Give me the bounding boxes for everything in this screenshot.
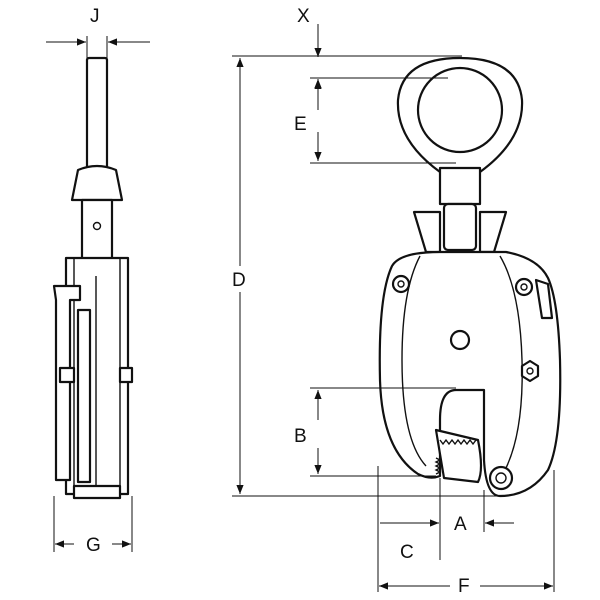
side-view (52, 56, 134, 500)
spring-tab (534, 278, 554, 320)
dim-e: E (294, 77, 456, 164)
front-view (378, 56, 562, 498)
label-f: F (458, 576, 470, 597)
side-shackle-guide (70, 164, 124, 202)
side-spring (58, 366, 76, 384)
jaw-pin (488, 465, 514, 491)
gripping-cam (434, 428, 483, 484)
lever-inner-left (401, 255, 427, 467)
shackle-hole (416, 66, 504, 154)
clamp-body (378, 250, 562, 498)
bracket-left (412, 210, 442, 254)
label-g: G (86, 535, 101, 556)
swivel-collar (438, 166, 482, 206)
dim-j: J (46, 6, 150, 60)
dim-g: G (53, 496, 133, 556)
bolt-top-left (391, 274, 411, 294)
bolt-top-right (514, 277, 534, 297)
pivot-hole (449, 329, 471, 351)
dim-a: A (380, 478, 514, 535)
label-j: J (90, 6, 100, 27)
label-c: C (400, 542, 414, 563)
side-spring-right (118, 366, 134, 384)
side-jaw-base (72, 484, 122, 500)
cam-teeth (439, 438, 477, 446)
dim-b: B (294, 387, 456, 477)
label-d: D (232, 270, 246, 291)
hex-nut (520, 359, 540, 383)
side-swivel-pin (92, 221, 102, 231)
dim-d: D (232, 55, 500, 497)
dim-x: X (297, 6, 322, 100)
dim-c: C (377, 466, 441, 592)
bracket-right (478, 210, 508, 254)
label-a: A (454, 514, 467, 535)
label-e: E (294, 114, 307, 135)
label-x: X (297, 6, 310, 27)
dim-f: F (379, 470, 555, 597)
side-cam (76, 308, 92, 484)
lever-inner-right (499, 255, 523, 469)
swivel-shank (442, 202, 478, 252)
label-b: B (294, 426, 307, 447)
